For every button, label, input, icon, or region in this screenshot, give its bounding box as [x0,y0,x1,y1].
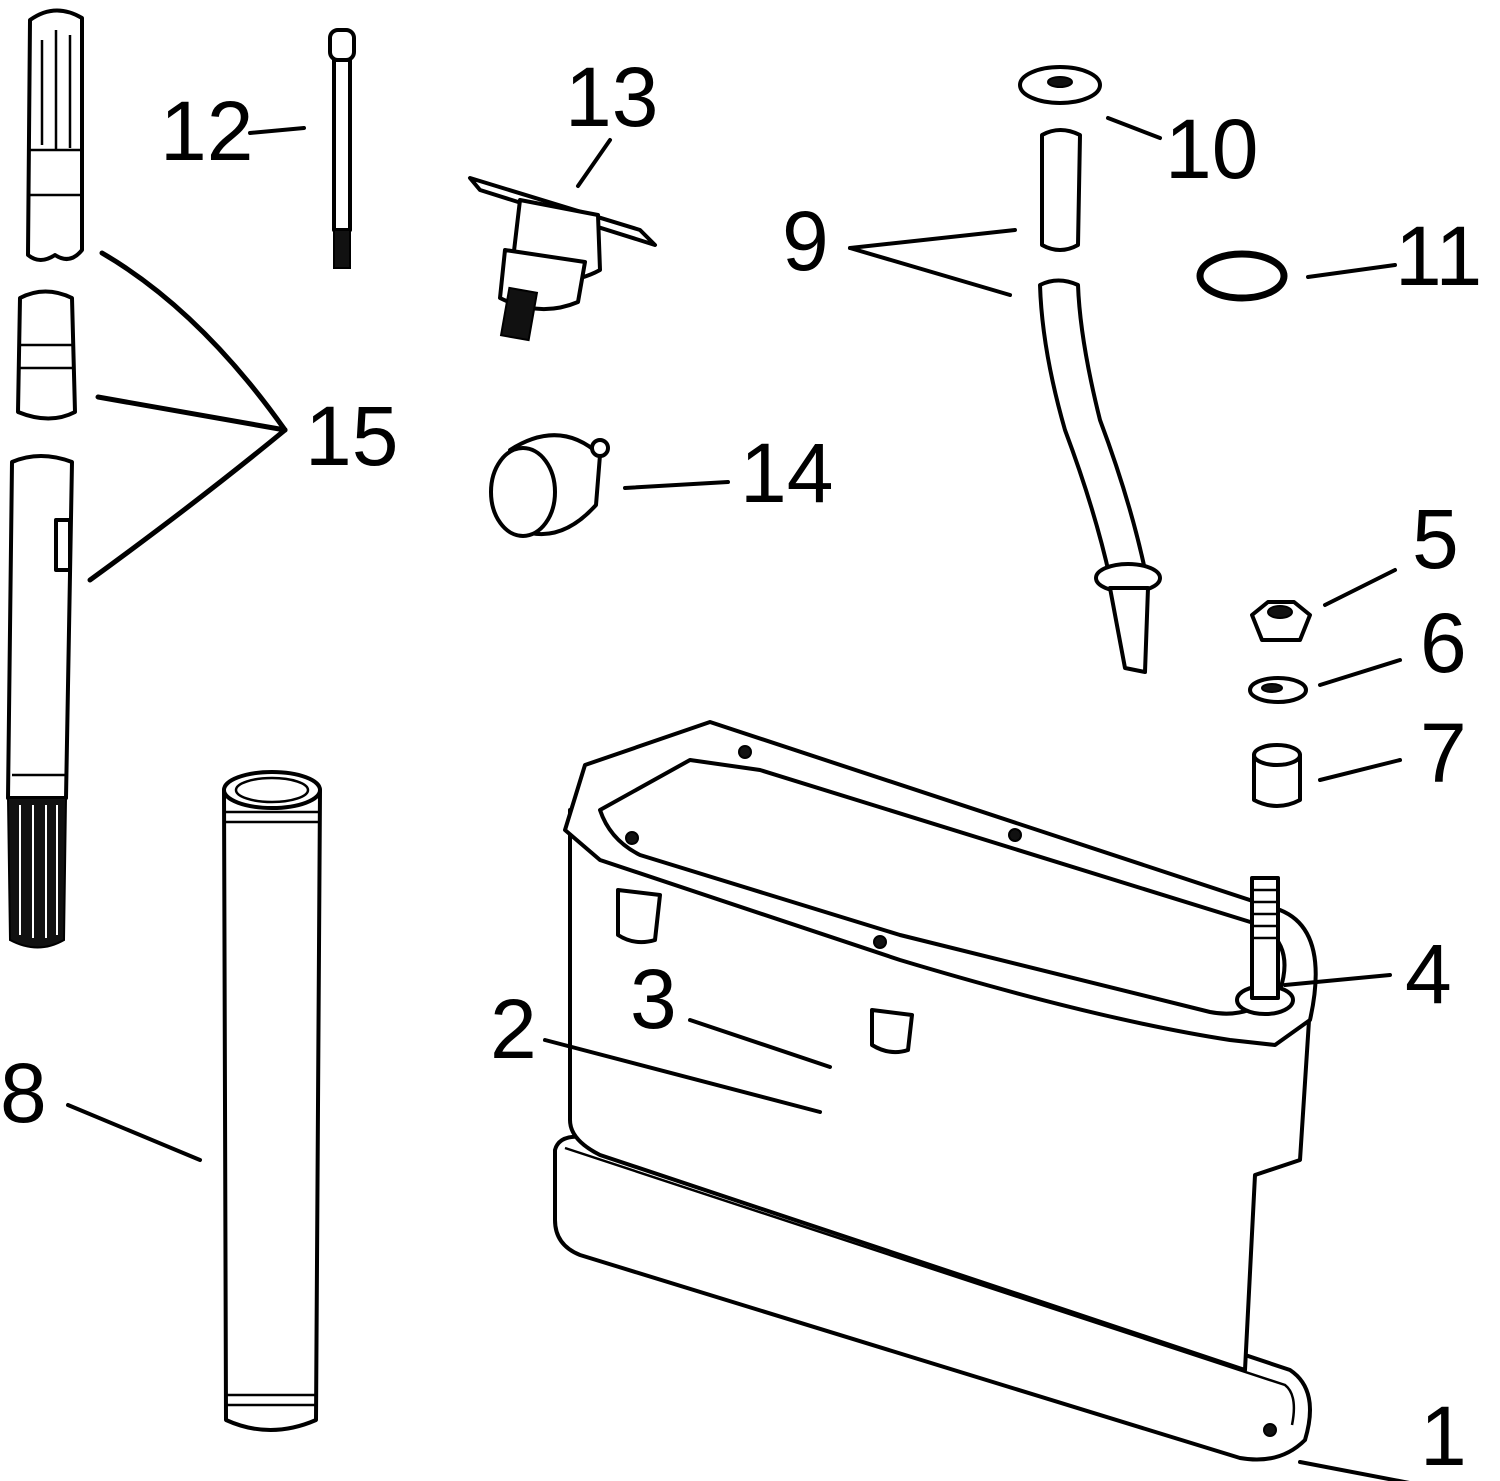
leader-9b [848,246,1012,297]
callout-7: 7 [1420,706,1467,800]
callout-9: 9 [782,194,829,288]
leader-13 [576,138,612,188]
leader-3 [688,1018,832,1069]
leader-10 [1106,116,1162,140]
leader-5 [1323,568,1397,607]
leader-2 [543,1038,822,1114]
callout-5: 5 [1412,492,1459,586]
water-tube-part [222,770,322,1432]
callout-2: 2 [490,982,537,1076]
leader-12 [248,126,306,135]
stud-part [328,28,356,269]
o-ring-part [1196,250,1288,302]
mount-part [468,176,657,342]
callout-4: 4 [1405,927,1452,1021]
leader-15a [99,250,288,433]
callout-1: 1 [1420,1389,1467,1481]
callout-12: 12 [160,84,253,178]
spacer-part [1252,743,1302,808]
nut-part [1250,600,1312,642]
callout-3: 3 [630,952,677,1046]
callout-6: 6 [1420,596,1467,690]
callout-11: 11 [1395,209,1482,303]
leader-4 [1283,973,1392,987]
callout-8: 8 [0,1046,47,1140]
callout-14: 14 [740,426,833,520]
hose-part [1018,65,1162,674]
callout-15: 15 [305,389,398,483]
callout-10: 10 [1165,102,1258,196]
leader-6 [1318,658,1402,687]
leader-1 [1298,1460,1410,1481]
leader-11 [1306,263,1397,279]
callout-labels: 1 2 3 4 5 6 7 8 9 10 11 12 13 14 15 [0,50,1482,1481]
cap-part [489,433,610,538]
leader-15b [95,394,288,433]
leader-lines [66,116,1410,1481]
lock-washer-part [1248,676,1308,704]
callout-13: 13 [565,50,658,144]
leader-15c [87,427,288,583]
leader-14 [623,480,730,490]
leader-9a [848,228,1017,250]
leader-8 [66,1103,202,1162]
leader-7 [1318,758,1402,782]
driveshaft-part [6,8,84,949]
housing-part [553,720,1318,1462]
